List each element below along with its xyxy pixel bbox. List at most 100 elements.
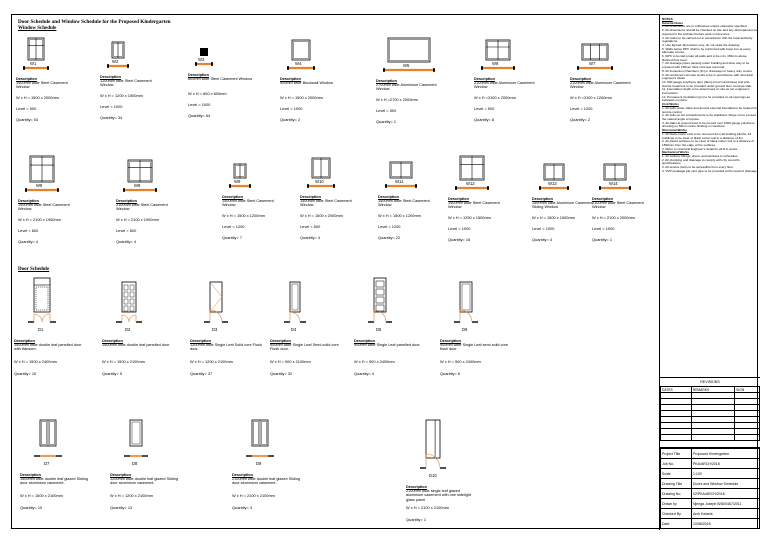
door-size: W x H = 2100 x 2100mm — [232, 493, 275, 498]
window-level: Level = 1000 — [280, 106, 303, 111]
door-panel — [375, 288, 385, 296]
door-size: W x H = 1200 x 2100mm — [190, 359, 233, 364]
note-item: 4. SVP (soakage pit) vent pipe to be pro… — [662, 168, 758, 173]
door-swing-arc — [128, 314, 137, 323]
window-jamb — [57, 188, 59, 192]
window-jamb — [211, 62, 213, 66]
window-quantity: Quantity= 34 — [100, 115, 123, 120]
window-description-text: 1500mm wide Steel Casement Window — [448, 201, 500, 210]
window-code: W13 — [548, 181, 557, 186]
door-schedule-heading: Door Schedule — [18, 267, 50, 272]
title-block-key: Date — [660, 518, 692, 529]
door-code: D7 — [44, 461, 50, 466]
description-heading: Description — [354, 339, 375, 343]
window-quantity: Quantity= 1 — [376, 119, 397, 124]
window-size: W x H = 1500 x 2000mm — [280, 95, 323, 100]
note-item: 5. Walls below DPC shall to be reinforce… — [662, 46, 751, 55]
description-heading: Description — [376, 79, 397, 83]
description-heading: Description — [20, 473, 41, 477]
note-item: 2. All soils on cut embankments to be st… — [662, 113, 756, 121]
title-block-row: Drawing No.02/PKA/ARCH/2018 — [660, 488, 760, 499]
note-item: 2. All dimensions should be checked on s… — [662, 28, 758, 36]
window-level: Level = 500 — [474, 106, 495, 111]
window-size: W x H = 1500 x 1200mm — [222, 213, 265, 218]
description-heading: Description — [474, 77, 495, 81]
window-jamb — [487, 186, 489, 190]
description-heading: Description — [100, 75, 121, 79]
window-frame — [291, 39, 311, 61]
window-description-text: 2100mm wide Steel Casement Window — [592, 201, 644, 210]
door-size: W x H = 1500 x 2400mm — [14, 359, 57, 364]
door-code: D1 — [38, 327, 44, 332]
door-elevation — [34, 419, 62, 457]
window-level: Level = 1200 — [222, 224, 245, 229]
window-code: W9 — [234, 179, 241, 184]
window-size: W x H = 1500 x 2000mm — [300, 213, 343, 218]
door-panel — [375, 304, 385, 312]
title-block-row: Job No.PKA/ARCH/2018 — [660, 458, 760, 469]
window-level: Level = 500 — [300, 224, 321, 229]
window-elevation — [385, 161, 417, 188]
side-panel: NOTES General Notes 1. All dimensions ar… — [659, 15, 760, 530]
note-item: 1. All sanitary fittings, doors, and win… — [662, 154, 739, 159]
window-inner-frame — [389, 39, 429, 61]
door-panel — [123, 305, 129, 312]
window-elevation — [481, 39, 515, 70]
note-item: 1. All black cotton soils to be removed … — [662, 131, 752, 140]
window-jamb — [107, 64, 109, 68]
door-elevation — [454, 281, 478, 323]
window-quantity: Quantity= 16 — [448, 237, 471, 242]
window-description-text: 2100mm wide Aluminium Casement Window — [570, 81, 631, 90]
door-quantity: Quantity= 6 — [440, 371, 461, 376]
window-jamb — [577, 66, 579, 70]
door-size: W x H = 900 x 2400mm — [440, 359, 481, 364]
window-code: W5 — [403, 63, 410, 68]
note-item: 1. All soils under slabs and around exte… — [662, 105, 758, 114]
door-frame — [425, 419, 441, 459]
window-size: W x H = 2100 x 1900mm — [18, 217, 61, 222]
window-size: W x H = 1500 x 1200mm — [378, 213, 421, 218]
window-description-text: 2700mm wide Aluminium Casement Window — [376, 83, 437, 92]
window-jamb — [567, 186, 569, 190]
window-jamb — [127, 64, 129, 68]
window-level: Level = 1000 — [592, 226, 615, 231]
title-block-key: Drawn by — [660, 498, 692, 509]
window-description-text: 1500mm wide Aluminium Casement Sliding W… — [532, 201, 593, 210]
window-quantity: Quantity= 4 — [18, 239, 39, 244]
door-description-text: 1200mm wide Single Leaf Solid core Flush… — [190, 343, 262, 352]
door-leaf — [461, 283, 471, 311]
window-schedule-heading: Window Schedule — [18, 26, 57, 31]
door-description-text: 1500mm wide double leaf panelled door — [102, 343, 170, 348]
door-code: D8 — [132, 461, 138, 466]
window-description-text: 1500mm wide Steel Casement Window — [16, 81, 68, 90]
title-block-value: Arch Kelanis — [691, 508, 760, 519]
window-code: W10 — [315, 179, 324, 184]
note-item: 11. Foundation depth to be determined on… — [662, 87, 750, 96]
window-frame — [387, 37, 431, 63]
structural-notes: 1. All black cotton soils to be removed … — [662, 131, 758, 152]
window-elevation — [195, 48, 213, 66]
window-level: Level = 600 — [116, 228, 137, 233]
window-quantity: Quantity= 22 — [378, 235, 401, 240]
window-code: W2 — [112, 59, 119, 64]
door-size: W x H = 900 x 2400mm — [354, 359, 395, 364]
description-heading: Description — [222, 195, 243, 199]
note-item: 10. 500 gauge polythene dpm (damp proof … — [662, 79, 753, 88]
drawing-sheet: Door Schedule and Window Schedule for th… — [11, 14, 760, 530]
window-code: W4 — [295, 61, 302, 66]
